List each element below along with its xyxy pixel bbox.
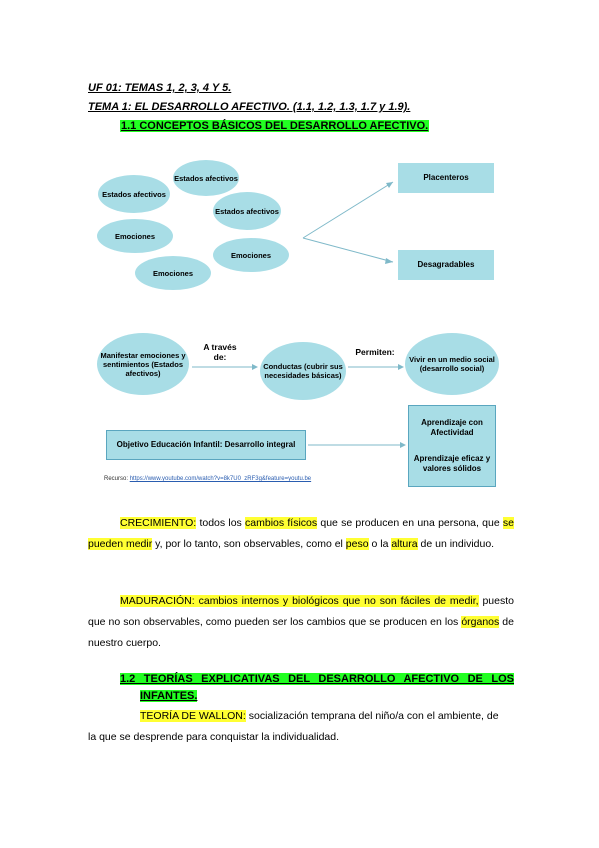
text: o la — [368, 538, 392, 550]
aprendizaje-afectividad: Aprendizaje con Afectividad — [421, 418, 483, 437]
ellipse-estados-afectivos-1: Estados afectivos — [98, 175, 170, 213]
ellipse-vivir: Vivir en un medio social (desarrollo soc… — [405, 333, 499, 395]
text: y, por lo tanto, son observables, como e… — [152, 538, 346, 550]
ellipse-manifestar: Manifestar emociones y sentimientos (Est… — [97, 333, 189, 395]
unit-heading: UF 01: TEMAS 1, 2, 3, 4 Y 5. — [88, 82, 232, 94]
paragraph-wallon: TEORÍA DE WALLON: socialización temprana… — [88, 706, 514, 748]
arrow-3 — [308, 442, 406, 448]
text: que se producen en una persona, que — [317, 517, 503, 529]
arrow-1 — [192, 364, 258, 370]
section-2-title: 1.2 TEORÍAS EXPLICATIVAS DEL DESARROLLO … — [120, 671, 514, 705]
label-a-traves: A través de: — [203, 342, 237, 362]
resource-line: Recurso: https://www.youtube.com/watch?v… — [104, 476, 311, 482]
term-crecimiento: CRECIMIENTO: — [120, 517, 197, 529]
highlight-maduracion: MADURACIÓN: cambios internos y biológico… — [120, 595, 479, 607]
section-2-title-line2: INFANTES. — [140, 690, 198, 702]
ellipse-emociones-3: Emociones — [135, 256, 211, 290]
ellipse-estados-afectivos-3: Estados afectivos — [213, 192, 281, 230]
box-objetivo: Objetivo Educación Infantil: Desarrollo … — [106, 430, 306, 460]
aprendizaje-eficaz: Aprendizaje eficaz y valores sólidos — [413, 454, 491, 473]
arrow-2 — [348, 364, 404, 370]
topic-heading: TEMA 1: EL DESARROLLO AFECTIVO. (1.1, 1.… — [88, 101, 411, 113]
paragraph-maduracion: MADURACIÓN: cambios internos y biológico… — [88, 591, 514, 654]
highlight-altura: altura — [391, 538, 418, 550]
ellipse-estados-afectivos-2: Estados afectivos — [173, 160, 239, 196]
term-wallon: TEORÍA DE WALLON: — [140, 710, 246, 722]
branch-arrows — [302, 181, 394, 264]
highlight-cambios-fisicos: cambios físicos — [245, 517, 318, 529]
paragraph-crecimiento: CRECIMIENTO: todos los cambios físicos q… — [88, 513, 514, 555]
section-1-title: 1.1 CONCEPTOS BÁSICOS DEL DESARROLLO AFE… — [120, 120, 430, 132]
text: socialización temprana del niño/a con el… — [245, 710, 499, 722]
text: de nuestro cuerpo. — [88, 616, 514, 649]
ellipse-conductas: Conductas (cubrir sus necesidades básica… — [260, 342, 346, 400]
highlight-organos: órganos — [461, 616, 500, 628]
ellipse-emociones-2: Emociones — [213, 238, 289, 272]
label-permiten: Permiten: — [355, 347, 395, 357]
box-aprendizaje: Aprendizaje con Afectividad Aprendizaje … — [408, 405, 496, 487]
box-desagradables: Desagradables — [398, 250, 494, 280]
resource-link[interactable]: https://www.youtube.com/watch?v=8k7U0_zR… — [129, 476, 312, 482]
text: de un individuo. — [417, 538, 495, 550]
ellipse-emociones-1: Emociones — [97, 219, 173, 253]
text: la que se desprende para conquistar la i… — [88, 731, 340, 743]
text: puesto que no son observables, como pued… — [88, 595, 514, 628]
text: todos los — [196, 517, 246, 529]
resource-label: Recurso: — [104, 476, 129, 482]
highlight-peso: peso — [345, 538, 369, 550]
section-2-title-line1: 1.2 TEORÍAS EXPLICATIVAS DEL DESARROLLO … — [120, 673, 514, 685]
box-placenteros: Placenteros — [398, 163, 494, 193]
